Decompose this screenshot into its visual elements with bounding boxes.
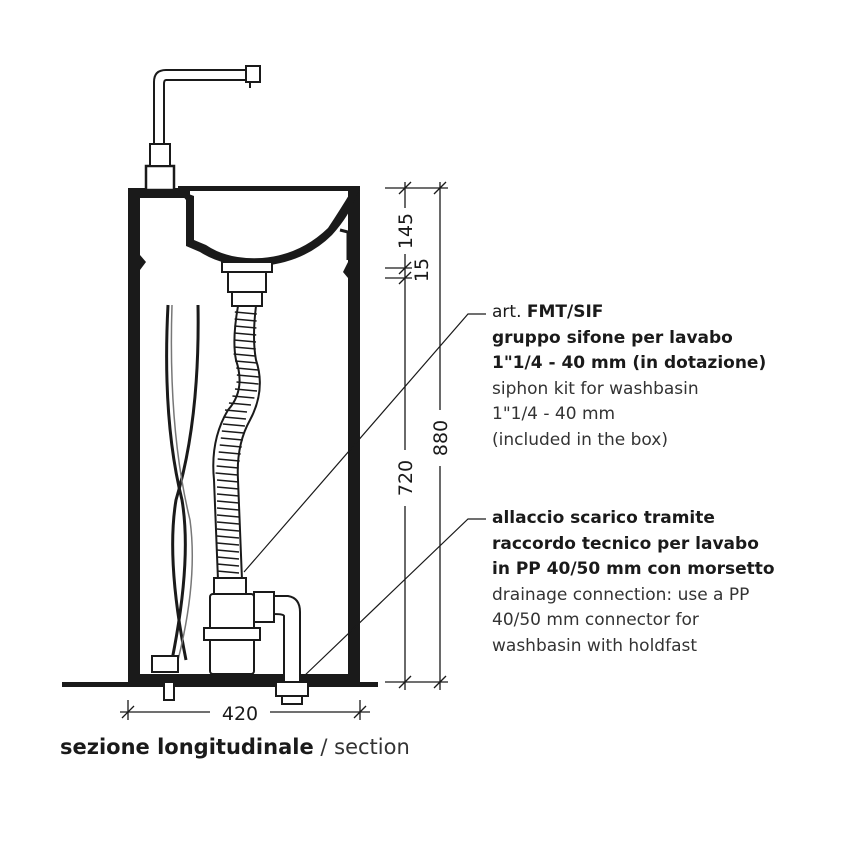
hose-rib <box>216 570 240 574</box>
drain-it-line3: in PP 40/50 mm con morsetto <box>492 559 775 579</box>
siphon-code: FMT/SIF <box>526 302 604 322</box>
dim-420: 420 <box>222 703 258 725</box>
hose-rib <box>216 535 240 539</box>
hose-rib <box>235 360 258 364</box>
hose-rib <box>215 472 238 476</box>
hose-rib <box>224 409 248 413</box>
dim-720: 720 <box>395 460 417 496</box>
hose-rib <box>216 507 240 511</box>
hose-rib <box>217 458 240 462</box>
floor-line <box>62 682 378 687</box>
hose-rib <box>232 395 255 399</box>
siphon-prefix: art. <box>492 302 527 322</box>
hose-rib <box>234 311 257 315</box>
cabinet-top-right <box>178 186 360 191</box>
basin-bowl <box>178 190 360 267</box>
basin-inner-edge <box>339 228 350 260</box>
hose-rib <box>216 479 240 483</box>
hose-rib <box>228 402 252 406</box>
drain-it-line1: allaccio scarico tramite <box>492 508 715 528</box>
hose-rib <box>216 514 240 518</box>
supply-hose-2 <box>171 304 200 661</box>
hose-rib <box>216 542 240 546</box>
caption-italian: sezione longitudinale <box>60 735 314 759</box>
hose-rib <box>216 493 240 497</box>
drain-en-line1: drainage connection: use a PP <box>492 584 750 605</box>
siphon-nut <box>213 577 247 595</box>
siphon-en-line2: 1"1/4 - 40 mm <box>492 404 616 424</box>
hose-rib <box>236 381 259 385</box>
valve-stem <box>163 681 175 701</box>
siphon-en-line1: siphon kit for washbasin <box>492 378 699 399</box>
hose-ribs <box>215 311 259 574</box>
dim-mask-880 <box>431 410 449 466</box>
valve-body <box>151 655 179 673</box>
hose-rib <box>218 451 241 455</box>
cabinet-bottom <box>140 674 348 682</box>
hose-rib <box>233 353 256 357</box>
drain-flange <box>221 261 273 273</box>
hose-rib <box>234 318 257 322</box>
hose-rib <box>223 416 247 420</box>
drain-body <box>227 271 267 293</box>
siphon-outlet-nut <box>253 591 275 623</box>
supply-hose-1 <box>165 304 187 661</box>
siphon-it-line1: gruppo sifone per lavabo <box>492 327 733 348</box>
hose-rib <box>216 556 240 560</box>
faucet-collar <box>149 143 171 167</box>
faucet-spout <box>153 69 249 145</box>
cabinet-wall-left <box>128 188 190 682</box>
hose-rib <box>233 346 256 350</box>
hose-rib <box>216 528 240 532</box>
dim-880: 880 <box>430 420 452 456</box>
caption-english: section <box>334 735 410 759</box>
hose-rib <box>216 486 240 490</box>
drain-en-line3: washbasin with holdfast <box>492 635 698 656</box>
drain-it-line2: raccordo tecnico per lavabo <box>492 533 759 554</box>
caption-separator: / <box>313 735 335 759</box>
drawing-caption: sezione longitudinale / section <box>60 735 410 759</box>
hose-rib <box>234 325 257 329</box>
hose-rib <box>221 430 244 434</box>
dim-145: 145 <box>395 213 417 249</box>
callout-drain: allaccio scarico tramite raccordo tecnic… <box>492 506 775 659</box>
drain-en-line2: 40/50 mm connector for <box>492 610 699 630</box>
drain-connection <box>275 681 309 697</box>
siphon-ring <box>203 627 261 641</box>
hose-rib <box>220 437 243 441</box>
hose-rib <box>233 339 257 343</box>
hose-rib <box>216 521 240 525</box>
dim-mask-720 <box>396 450 414 506</box>
supply-hose-3 <box>170 304 193 661</box>
hose-rib <box>216 465 239 469</box>
dim-mask-145 <box>396 208 414 254</box>
cabinet-wall-right <box>343 188 360 682</box>
hose-rib <box>234 388 258 392</box>
hose-rib <box>219 444 242 448</box>
hose-rib <box>216 500 240 504</box>
dim-mask-15 <box>412 252 430 288</box>
siphon-en-line3: (included in the box) <box>492 429 668 450</box>
leader-lines <box>243 313 486 679</box>
faucet-nozzle <box>245 65 261 83</box>
hose-rib <box>236 374 259 378</box>
faucet-base <box>144 164 176 192</box>
hose-rib <box>216 563 240 567</box>
hose-rib <box>216 549 240 553</box>
dim-15: 15 <box>411 258 433 282</box>
siphon-it-line2: 1"1/4 - 40 mm (in dotazione) <box>492 353 767 373</box>
drain-nut <box>231 291 263 307</box>
callout-siphon: art. FMT/SIF gruppo sifone per lavabo 1"… <box>492 300 766 453</box>
hose-rib <box>236 367 259 371</box>
dim-mask-420 <box>210 700 270 724</box>
drain-connection-pipe <box>281 695 303 705</box>
siphon-elbow <box>273 595 301 683</box>
callout-siphon-title: art. FMT/SIF <box>492 300 766 326</box>
hose-rib <box>222 423 245 427</box>
hose-rib <box>234 332 257 336</box>
